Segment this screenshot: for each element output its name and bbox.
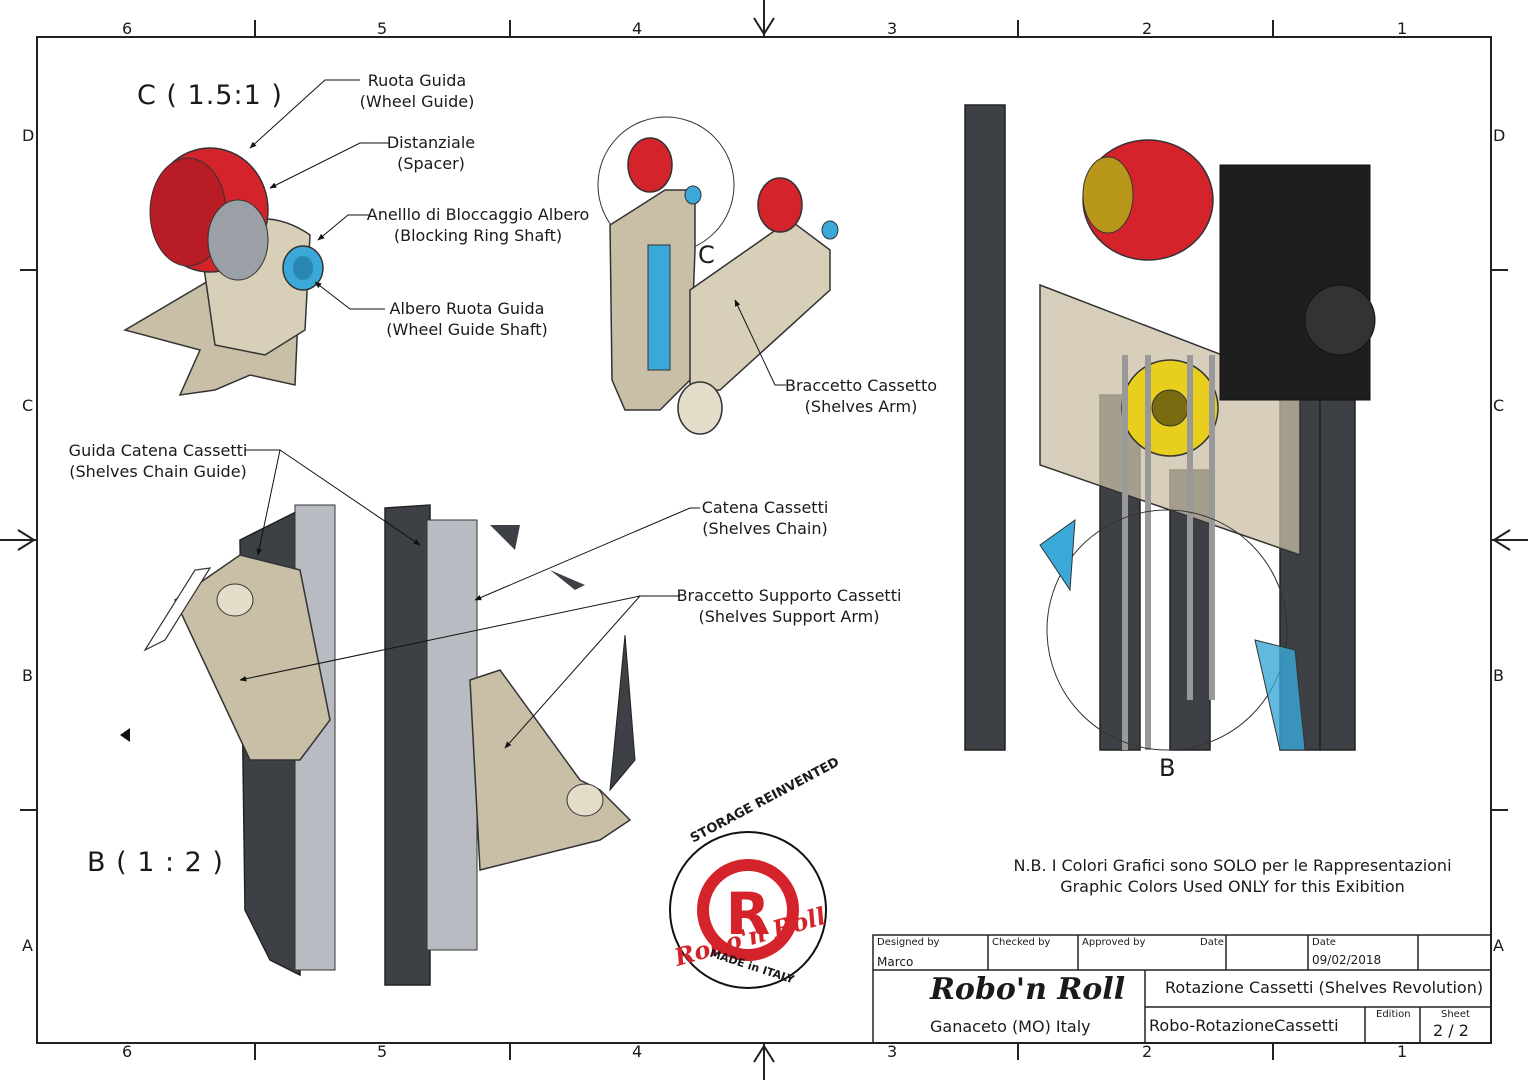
- detail-b-title: B ( 1 : 2 ): [87, 847, 224, 878]
- title-block-grid: [872, 934, 1492, 1044]
- label-shelves-chain: Catena Cassetti(Shelves Chain): [701, 498, 829, 538]
- detail-b-drawing: [120, 504, 636, 986]
- label-wheel-shaft: Albero Ruota Guida(Wheel Guide Shaft): [386, 299, 548, 339]
- callout-b-label: B: [1159, 754, 1177, 782]
- zone-col-3-bottom: 3: [887, 1042, 898, 1061]
- zone-row-b-right: B: [1493, 666, 1504, 685]
- company-location: Ganaceto (MO) Italy: [930, 1017, 1091, 1036]
- zone-col-1: 1: [1397, 19, 1408, 38]
- label-shelves-arm: Braccetto Cassetto(Shelves Arm): [784, 376, 938, 416]
- document-id: Robo-RotazioneCassetti: [1149, 1016, 1339, 1035]
- detail-c-title: C ( 1.5:1 ): [137, 80, 283, 111]
- date-value: 09/02/2018: [1312, 953, 1382, 967]
- zone-col-6: 6: [122, 19, 133, 38]
- zone-row-d-right: D: [1493, 126, 1506, 145]
- zone-col-2: 2: [1142, 19, 1153, 38]
- date-label-1: Date: [1200, 937, 1224, 948]
- main-assembly-drawing: [964, 104, 1376, 751]
- zone-row-b: B: [22, 666, 33, 685]
- zone-row-c: C: [22, 396, 34, 415]
- callout-c-label: C: [698, 241, 716, 269]
- zone-row-a-right: A: [1493, 936, 1504, 955]
- zone-col-2-bottom: 2: [1142, 1042, 1153, 1061]
- approved-by-label: Approved by: [1082, 937, 1146, 948]
- leader-lines: [239, 79, 786, 749]
- label-blocking-ring: Anelllo di Bloccaggio Albero(Blocking Ri…: [366, 205, 590, 245]
- zone-col-1-bottom: 1: [1397, 1042, 1408, 1061]
- logo-letter: R: [725, 880, 771, 948]
- drawing-title: Rotazione Cassetti (Shelves Revolution): [1165, 978, 1484, 997]
- zone-col-6-bottom: 6: [122, 1042, 133, 1061]
- colors-note: N.B. I Colori Grafici sono SOLO per le R…: [1013, 856, 1452, 896]
- label-support-arm: Braccetto Supporto Cassetti(Shelves Supp…: [676, 586, 902, 626]
- detail-c-drawing: [123, 147, 324, 396]
- edition-label: Edition: [1376, 1009, 1411, 1020]
- zone-row-a: A: [22, 936, 33, 955]
- date-label-2: Date: [1312, 937, 1336, 948]
- label-wheel-guide: Ruota Guida(Wheel Guide): [359, 71, 475, 111]
- label-chain-guide: Guida Catena Cassetti(Shelves Chain Guid…: [68, 441, 248, 481]
- zone-ticks: [20, 20, 1508, 1060]
- zone-col-3: 3: [887, 19, 898, 38]
- designed-by-value: Marco: [877, 955, 914, 969]
- sheet-number: 2 / 2: [1433, 1021, 1469, 1040]
- zone-col-4-bottom: 4: [632, 1042, 643, 1061]
- shelves-arm-drawing: [597, 116, 839, 435]
- zone-row-c-right: C: [1493, 396, 1505, 415]
- label-spacer: Distanziale(Spacer): [386, 133, 476, 173]
- designed-by-label: Designed by: [877, 937, 940, 948]
- zone-row-d: D: [22, 126, 35, 145]
- company-logo: [669, 831, 827, 989]
- company-name: Robo'n Roll: [930, 972, 1126, 1007]
- checked-by-label: Checked by: [992, 937, 1051, 948]
- zone-col-5: 5: [377, 19, 388, 38]
- zone-col-5-bottom: 5: [377, 1042, 388, 1061]
- sheet-label: Sheet: [1441, 1009, 1470, 1020]
- zone-col-4: 4: [632, 19, 643, 38]
